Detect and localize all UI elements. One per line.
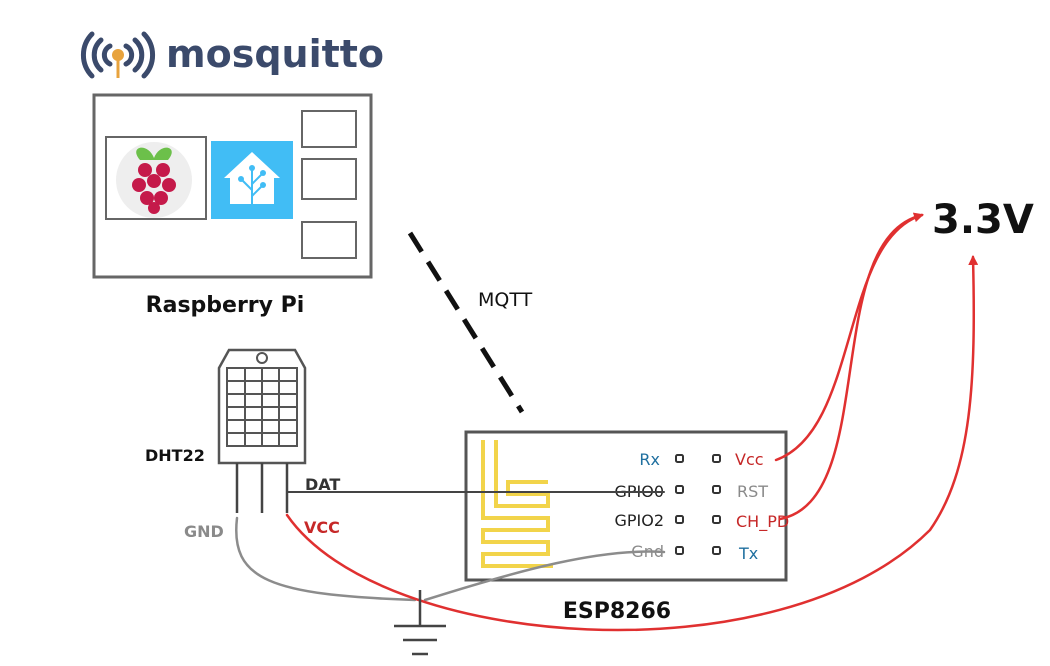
gnd-label: GND <box>184 522 224 541</box>
mosquitto-wifi-icon <box>80 31 156 79</box>
logo-text: mosquitto <box>166 32 384 76</box>
wire-dht-gnd <box>235 516 417 602</box>
pin-rst: RST <box>737 482 768 501</box>
esp8266-label: ESP8266 <box>563 599 671 624</box>
rpi-port-3 <box>301 221 357 259</box>
raspberry-pi-logo <box>116 142 192 218</box>
mosquitto-logo: mosquitto <box>80 31 384 79</box>
ground-symbol-icon <box>394 590 446 656</box>
rpi-port-2 <box>301 158 357 200</box>
esp8266-pin-pads <box>675 454 721 555</box>
wires <box>235 212 979 632</box>
wire-dht-vcc <box>285 255 979 632</box>
mosquitto-dot <box>112 49 124 61</box>
dht22-sensor <box>217 348 307 513</box>
dht22-pins <box>235 463 289 513</box>
pin-gpio2: GPIO2 <box>614 511 664 530</box>
vcc-label: VCC <box>304 518 340 537</box>
wire-esp-chpd <box>778 213 924 521</box>
dht22-hole <box>256 352 268 364</box>
dht22-grille <box>226 367 298 447</box>
esp8266-module: Rx GPIO0 GPIO2 Gnd Vcc RST CH_PD Tx <box>464 430 789 582</box>
dat-label: DAT <box>305 475 340 494</box>
mqtt-link <box>407 231 525 414</box>
voltage-label: 3.3V <box>932 197 1034 243</box>
pin-ch-pd: CH_PD <box>736 512 789 532</box>
rpi-port-1 <box>301 110 357 148</box>
mqtt-label: MQTT <box>478 289 533 311</box>
esp8266-antenna <box>481 440 553 568</box>
rpi-leaf <box>136 147 172 160</box>
wire-esp-gnd <box>423 550 666 602</box>
dht22-label: DHT22 <box>145 446 205 465</box>
pin-rx: Rx <box>639 450 660 469</box>
home-assistant-icon <box>211 141 293 219</box>
wire-esp-vcc <box>774 212 924 462</box>
raspberry-pi-label: Raspberry Pi <box>146 293 305 318</box>
pin-vcc: Vcc <box>735 450 764 469</box>
raspberry-pi-board <box>92 93 373 279</box>
pin-tx: Tx <box>738 544 758 563</box>
